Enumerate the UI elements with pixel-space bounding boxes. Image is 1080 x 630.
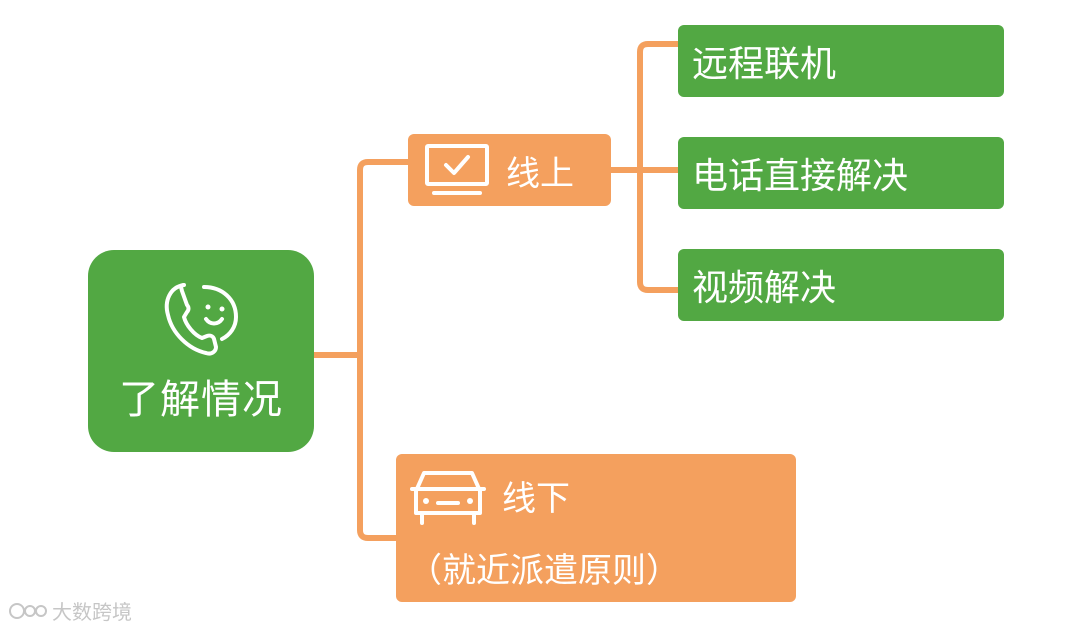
offline-sublabel: （就近派遣原则）: [408, 550, 680, 591]
monitor-check-icon: [425, 144, 489, 195]
offline-node: 线下 （就近派遣原则）: [396, 454, 796, 602]
leaf-label: 电话直接解决: [692, 156, 909, 197]
leaf-label: 远程联机: [692, 44, 837, 85]
phone-smile-icon: [164, 283, 238, 356]
online-label: 线上: [506, 153, 574, 194]
car-icon: [410, 470, 486, 525]
online-node: 线上: [408, 134, 611, 206]
root-node: 了解情况: [88, 250, 314, 452]
watermark-text: 大数跨境: [52, 600, 132, 624]
leaf-video-solution: 视频解决: [678, 249, 1004, 321]
leaf-phone-solution: 电话直接解决: [678, 137, 1004, 209]
offline-label: 线下: [502, 479, 570, 519]
logo-icon: [9, 602, 47, 619]
root-label: 了解情况: [119, 377, 283, 423]
watermark: 大数跨境: [8, 596, 132, 625]
leaf-label: 视频解决: [692, 268, 837, 309]
leaf-remote-connection: 远程联机: [678, 25, 1004, 97]
